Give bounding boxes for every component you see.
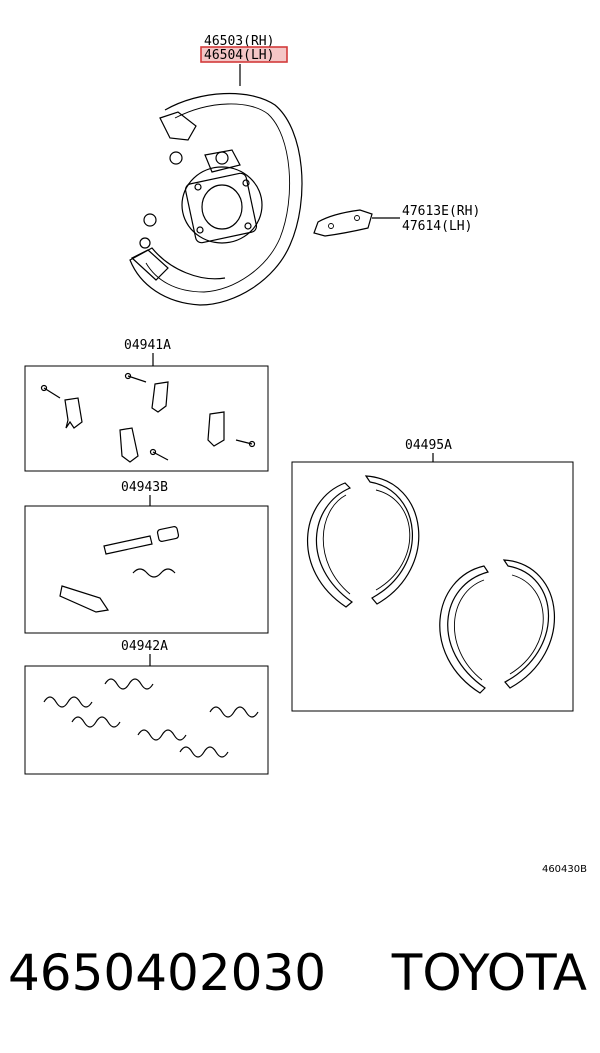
caption-brand: TOYOTA <box>391 944 587 1002</box>
return-spring <box>179 746 229 758</box>
plate-gasket[interactable]: 47613E(RH) 47614(LH) <box>313 204 480 237</box>
pin-head <box>40 384 48 392</box>
hold-down-cup <box>151 381 169 413</box>
gasket-hole <box>328 223 334 229</box>
gasket-hole <box>354 215 360 221</box>
brake-shoe <box>307 482 353 608</box>
backing-plate-labels: 46503(RH) 46504(LH) <box>200 34 288 86</box>
kit-label-04943b[interactable]: 04943B <box>121 480 168 495</box>
brake-shoe <box>364 475 420 605</box>
stud <box>139 237 151 249</box>
kit-label-04942a[interactable]: 04942A <box>121 639 168 654</box>
pin <box>127 375 147 383</box>
kit-box <box>24 665 269 775</box>
hub-flange <box>184 172 258 244</box>
kit-label-04941a[interactable]: 04941A <box>124 338 171 353</box>
bolt-hole <box>242 179 250 187</box>
kit-box <box>24 505 269 634</box>
kit-label-04495a[interactable]: 04495A <box>405 438 452 453</box>
return-spring <box>209 706 259 718</box>
gasket-outline <box>313 209 373 237</box>
return-spring <box>43 696 93 708</box>
pin-head <box>149 448 157 456</box>
kit-04942a[interactable]: 04942A <box>24 639 269 775</box>
adjuster-nut <box>156 526 180 542</box>
bolt-hole <box>194 183 202 191</box>
brake-shoe <box>439 565 489 694</box>
bolt-hole <box>244 222 252 230</box>
kit-box <box>24 365 269 472</box>
adjuster-screw <box>103 535 153 555</box>
caption-part-number: 4650402030 <box>8 944 326 1002</box>
brake-shoe <box>502 559 556 689</box>
brake-shoe-lining <box>509 574 544 675</box>
brake-shoe-lining <box>453 579 485 681</box>
figure-reference: 460430B <box>542 864 587 875</box>
part-label-46503-rh[interactable]: 46503(RH) <box>204 34 274 49</box>
pin <box>43 387 61 399</box>
adjuster-spring <box>132 568 176 578</box>
backing-plate-drawing[interactable] <box>129 92 303 306</box>
hub-bore <box>201 184 243 230</box>
backing-plate-inner-rim <box>145 103 291 293</box>
pin-head <box>248 440 256 448</box>
hold-down-cup <box>207 411 225 447</box>
bleeder-boss <box>215 151 229 165</box>
part-label-47614-lh[interactable]: 47614(LH) <box>402 219 472 234</box>
adjusting-lever <box>59 585 110 613</box>
hold-down-cup <box>119 427 139 463</box>
return-spring <box>71 716 121 728</box>
highlight-box <box>200 46 288 63</box>
part-label-46504-lh[interactable]: 46504(LH) <box>204 48 274 63</box>
backing-plate-lower-tab <box>130 249 169 281</box>
brake-shoe-lining <box>322 494 351 595</box>
shoe-kit-04495a[interactable]: 04495A <box>291 438 574 712</box>
return-spring <box>104 678 154 690</box>
backing-plate-outline <box>129 92 303 306</box>
backing-plate-tab <box>159 111 197 141</box>
kit-04943b[interactable]: 04943B <box>24 480 269 634</box>
bolt-hole <box>196 226 204 234</box>
kit-box <box>291 461 574 712</box>
hold-down-cup <box>64 397 83 429</box>
kit-04941a[interactable]: 04941A <box>24 338 269 472</box>
hold-down-pin <box>143 213 157 227</box>
return-spring <box>137 729 187 741</box>
pin-head <box>124 372 132 380</box>
anchor-pin <box>169 151 183 165</box>
backing-plate-hub <box>181 166 263 244</box>
part-label-47613e-rh[interactable]: 47613E(RH) <box>402 204 480 219</box>
brake-shoe-lining <box>375 489 411 591</box>
